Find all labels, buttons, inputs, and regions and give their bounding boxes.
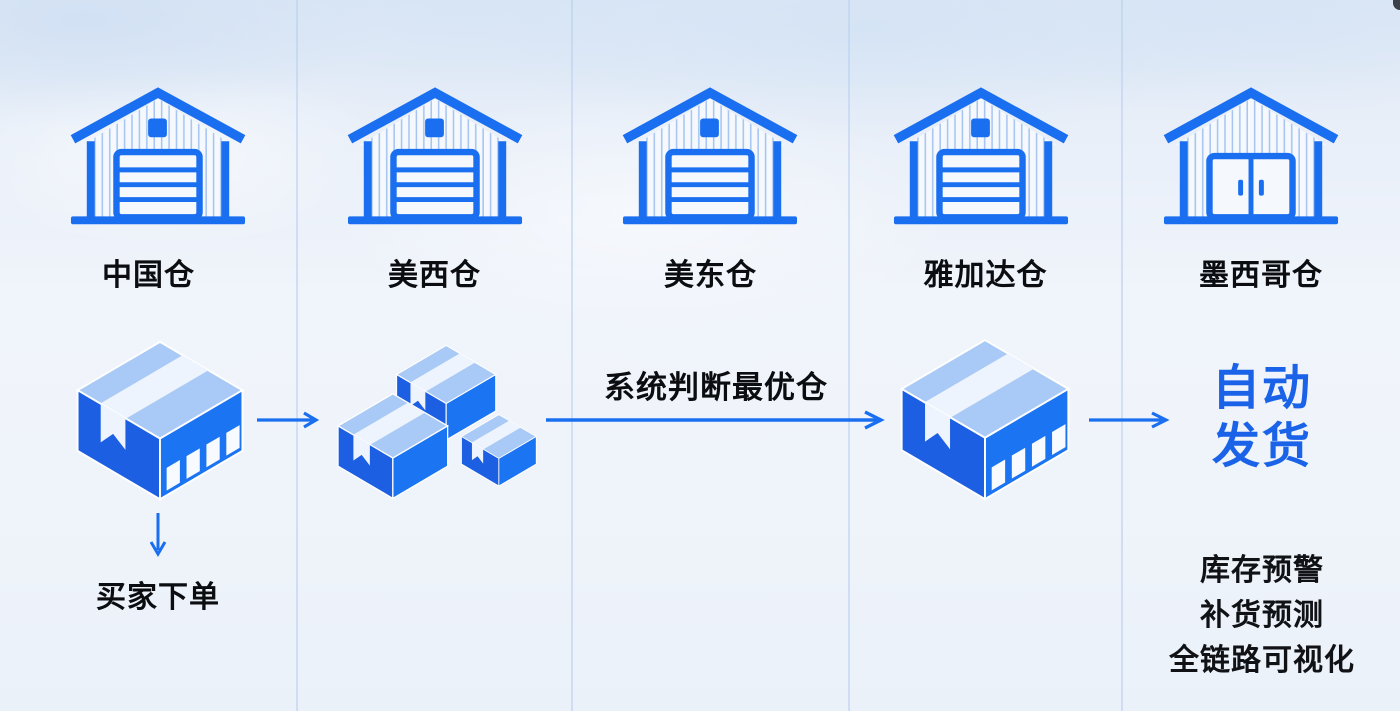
warehouse-double-door-icon xyxy=(1162,84,1340,234)
warehouse-label-us-east: 美东仓 xyxy=(664,259,757,292)
column-divider xyxy=(1121,0,1123,711)
warehouse-garage-icon xyxy=(69,84,247,234)
feature-inventory-alert: 库存预警 xyxy=(1200,554,1324,587)
feature-full-chain-visibility: 全链路可视化 xyxy=(1169,644,1355,677)
warehouse-garage-icon xyxy=(892,84,1070,234)
arrow-right-icon xyxy=(1089,411,1170,429)
package-box-icon xyxy=(894,334,1076,507)
corner-artifact xyxy=(1393,0,1400,10)
auto-ship-line1: 自动 xyxy=(1211,362,1312,415)
long-arrow-right-icon xyxy=(546,410,885,430)
column-divider xyxy=(848,0,850,711)
column-divider xyxy=(571,0,573,711)
warehouse-label-jakarta: 雅加达仓 xyxy=(923,259,1048,292)
auto-ship-label: 自动 发货 xyxy=(1124,360,1400,476)
package-box-icon xyxy=(70,336,250,507)
warehouse-label-china: 中国仓 xyxy=(102,259,195,292)
arrow-right-icon xyxy=(257,411,320,429)
feature-restock-forecast: 补货预测 xyxy=(1200,599,1324,632)
warehouse-garage-icon xyxy=(346,84,524,234)
warehouse-label-us-west: 美西仓 xyxy=(388,259,481,292)
arrow-down-icon xyxy=(149,513,167,557)
packages-cluster-icon xyxy=(337,344,537,499)
warehouse-label-mexico: 墨西哥仓 xyxy=(1199,259,1323,292)
auto-ship-line2: 发货 xyxy=(1211,420,1312,473)
column-divider xyxy=(296,0,298,711)
feature-list: 库存预警 补货预测 全链路可视化 xyxy=(1124,548,1400,683)
warehouse-garage-icon xyxy=(621,84,799,234)
routing-caption: 系统判断最优仓 xyxy=(604,370,828,405)
buyer-order-caption: 买家下单 xyxy=(96,581,220,614)
